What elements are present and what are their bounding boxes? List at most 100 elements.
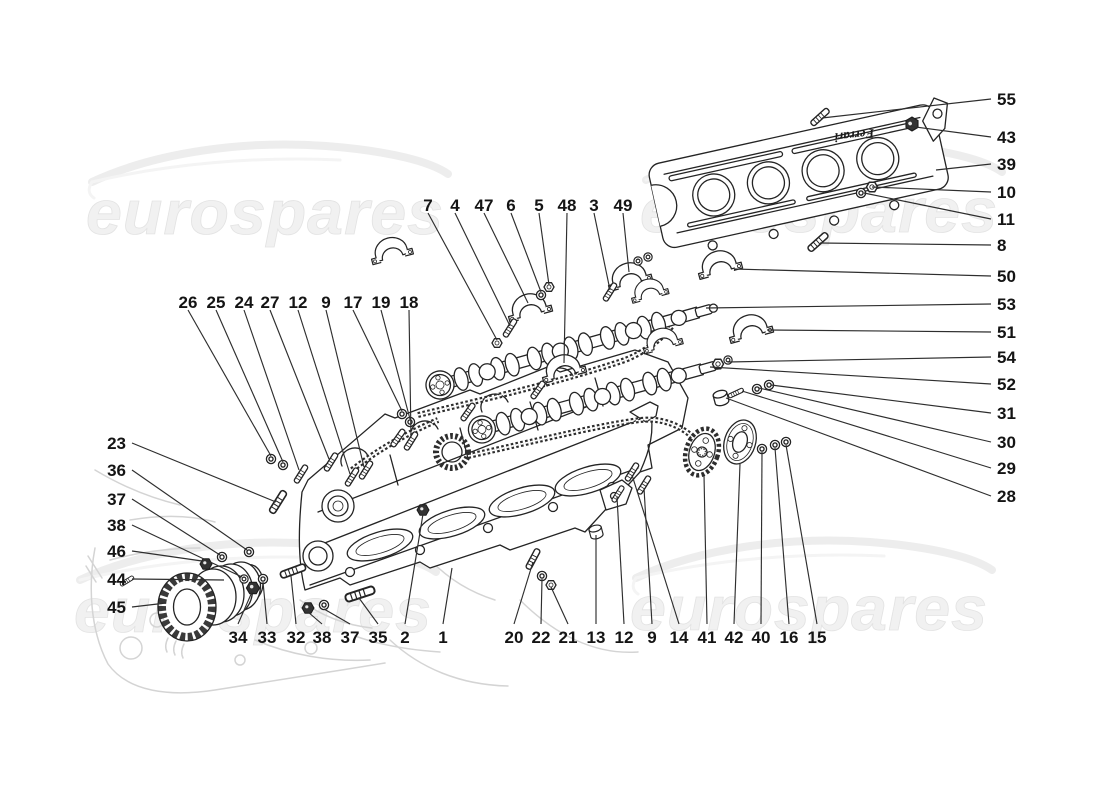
callout-label-18: 18 <box>400 293 419 312</box>
callout-label-23: 23 <box>107 434 126 453</box>
leader-line-3 <box>593 212 611 291</box>
callout-label-49: 49 <box>614 196 633 215</box>
leader-line-34 <box>237 591 253 625</box>
callout-label-26: 26 <box>179 293 198 312</box>
timing-gear-drawing <box>682 426 722 478</box>
callout-label-54: 54 <box>997 348 1016 367</box>
leader-line-31 <box>770 384 992 414</box>
leader-line-37 <box>323 608 351 625</box>
leader-line-41 <box>703 474 708 625</box>
callout-label-30: 30 <box>997 433 1016 452</box>
leader-line-40 <box>760 451 763 625</box>
callout-label-41: 41 <box>698 628 717 647</box>
leader-line-19 <box>380 309 411 420</box>
callout-label-25: 25 <box>207 293 226 312</box>
callout-label-13: 13 <box>587 628 606 647</box>
ferrari-script: Ferrari <box>834 126 877 146</box>
leader-line-26 <box>187 309 272 457</box>
callout-label-17: 17 <box>344 293 363 312</box>
leader-line-38 <box>307 611 323 625</box>
leader-line-12 <box>297 309 351 475</box>
leader-line-14 <box>631 474 680 625</box>
callout-label-9: 9 <box>647 628 656 647</box>
leader-line-4 <box>454 212 511 327</box>
callout-label-2: 2 <box>400 628 409 647</box>
leader-line-17 <box>352 309 403 412</box>
leader-line-47 <box>483 212 529 304</box>
watermark-text: eurospares <box>630 575 988 644</box>
camshaft-upper-drawing <box>425 303 719 400</box>
callout-label-31: 31 <box>997 404 1016 423</box>
callout-label-32: 32 <box>287 628 306 647</box>
leader-line-2 <box>404 513 424 625</box>
engine-block-ghost-drawing <box>85 469 639 694</box>
callout-label-43: 43 <box>997 128 1016 147</box>
leader-line-50 <box>733 268 992 277</box>
leader-line-8 <box>819 242 992 246</box>
callout-label-19: 19 <box>372 293 391 312</box>
leader-line-5 <box>538 212 550 286</box>
callout-label-52: 52 <box>997 375 1016 394</box>
leader-line-21 <box>550 586 569 625</box>
callout-label-9: 9 <box>321 293 330 312</box>
callout-label-47: 47 <box>475 196 494 215</box>
leader-line-44 <box>131 578 225 581</box>
leader-line-43 <box>907 125 992 138</box>
callout-label-21: 21 <box>559 628 578 647</box>
callout-label-48: 48 <box>558 196 577 215</box>
callout-label-33: 33 <box>258 628 277 647</box>
callout-label-40: 40 <box>752 628 771 647</box>
leader-line-27 <box>269 309 330 460</box>
timing-chain-drawing <box>350 324 703 473</box>
callout-label-15: 15 <box>808 628 827 647</box>
callout-label-12: 12 <box>615 628 634 647</box>
leader-line-29 <box>741 390 992 469</box>
callout-label-45: 45 <box>107 598 126 617</box>
leader-line-53 <box>705 303 992 309</box>
leader-line-9 <box>643 487 653 625</box>
flange-plate-drawing <box>723 419 757 465</box>
leader-line-54 <box>727 356 992 363</box>
leader-line-49 <box>622 212 630 273</box>
watermark-text: eurospares <box>86 179 444 248</box>
leader-line-32 <box>290 575 297 625</box>
callout-label-6: 6 <box>506 196 515 215</box>
callout-label-50: 50 <box>997 267 1016 286</box>
callout-label-29: 29 <box>997 459 1016 478</box>
leader-line-55 <box>821 98 992 119</box>
leader-line-7 <box>427 212 498 341</box>
leader-line-18 <box>408 309 412 439</box>
callout-label-53: 53 <box>997 295 1016 314</box>
camshaft-lower-drawing <box>467 360 722 444</box>
callout-label-35: 35 <box>369 628 388 647</box>
callout-label-51: 51 <box>997 323 1016 342</box>
leader-line-48 <box>563 212 568 364</box>
leader-line-36 <box>131 469 248 551</box>
leader-line-22 <box>540 578 543 625</box>
valve-cover-drawing: Ferrari <box>648 97 949 254</box>
leader-line-6 <box>510 212 542 293</box>
leader-line-46 <box>131 550 203 562</box>
leader-line-11 <box>863 192 992 220</box>
callout-label-11: 11 <box>997 210 1015 229</box>
leader-line-37 <box>131 498 221 556</box>
callout-label-37: 37 <box>341 628 360 647</box>
eurospares-watermark-top-left: eurospares <box>86 140 452 248</box>
callout-label-22: 22 <box>532 628 551 647</box>
callout-label-1: 1 <box>438 628 447 647</box>
leader-line-9 <box>325 309 365 468</box>
callout-label-55: 55 <box>997 90 1016 109</box>
leader-line-23 <box>131 442 277 503</box>
leader-line-52 <box>709 366 992 385</box>
leader-line-20 <box>513 561 534 625</box>
leader-line-12 <box>616 496 625 625</box>
leader-line-1 <box>442 567 453 625</box>
leader-line-38 <box>131 524 243 578</box>
leader-line-45 <box>131 602 167 608</box>
callout-label-38: 38 <box>107 516 126 535</box>
callout-label-5: 5 <box>534 196 543 215</box>
leader-line-16 <box>774 447 790 625</box>
leader-line-39 <box>935 163 992 171</box>
callout-label-27: 27 <box>261 293 280 312</box>
